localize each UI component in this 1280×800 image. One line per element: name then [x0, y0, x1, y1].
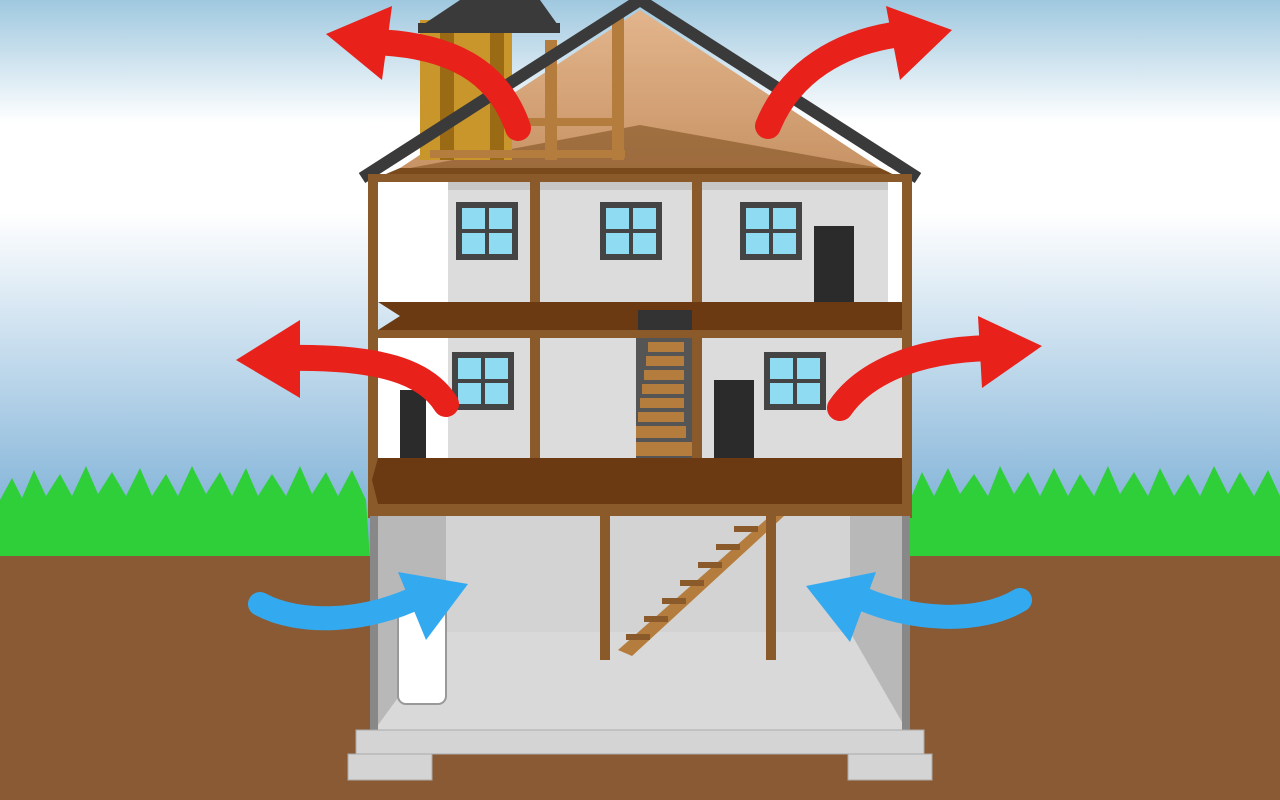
footing-right — [847, 753, 933, 781]
window-upper-center — [600, 202, 662, 260]
footing-left — [347, 753, 433, 781]
arrow-inflow-basement-right — [806, 572, 1032, 642]
roof — [358, 0, 922, 184]
window-middle-left — [452, 352, 514, 410]
window-upper-right — [740, 202, 802, 260]
grass-right — [910, 466, 1280, 560]
house-left-wall — [368, 178, 378, 518]
arrow-outflow-roof-right — [755, 6, 952, 139]
window-middle-right — [764, 352, 826, 410]
door-middle — [714, 380, 754, 458]
grass-left — [0, 466, 370, 560]
attic-floor — [368, 174, 912, 182]
window-upper-left — [456, 202, 518, 260]
door-upper — [814, 226, 854, 302]
arrow-outflow-roof-left — [326, 6, 531, 141]
arrow-outflow-middle-left — [236, 320, 459, 417]
arrow-inflow-basement-left — [248, 572, 468, 640]
foundation-slab — [355, 729, 925, 755]
basement — [370, 516, 910, 736]
arrow-outflow-middle-right — [827, 316, 1042, 421]
